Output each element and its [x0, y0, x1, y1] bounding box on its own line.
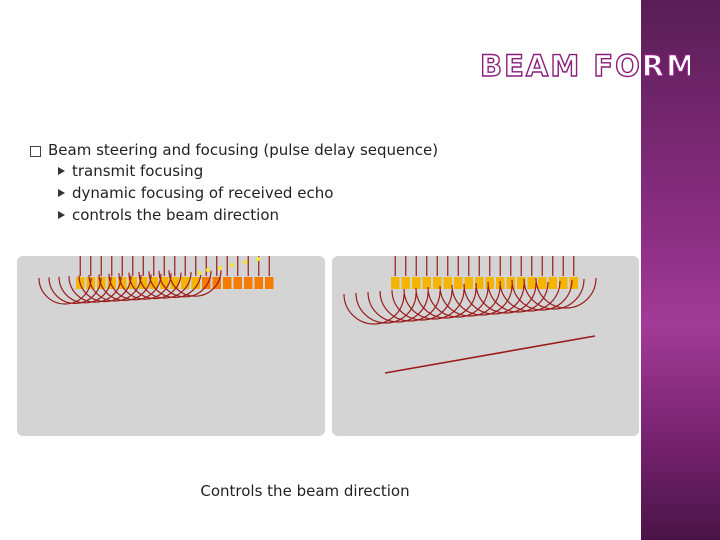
wavefront-arc [48, 277, 102, 304]
transducer-element [506, 277, 515, 289]
wavefront-arc [427, 286, 489, 318]
transducer-element [464, 277, 473, 289]
transmit-focusing-svg [38, 256, 274, 305]
wavefront-arc [463, 283, 525, 315]
transducer-element [128, 277, 137, 289]
pulse-dot [197, 270, 203, 276]
wavefront-arc [535, 277, 597, 309]
transducer-element [391, 277, 400, 289]
wavefront-arc [138, 271, 192, 299]
transducer-element [170, 277, 179, 289]
transducer-element [527, 277, 536, 289]
wavefront-arc [108, 273, 162, 301]
square-bullet-icon [30, 146, 41, 157]
transducer-element [212, 277, 221, 289]
transducer-element [475, 277, 484, 289]
steered-beam-line [384, 335, 596, 374]
wavefront-arc [499, 280, 561, 312]
wavefront-arc [523, 278, 585, 310]
wavefront-arc [128, 272, 182, 300]
transducer-element [160, 277, 169, 289]
pulse-dot [242, 259, 248, 265]
sub-bullet-text: dynamic focusing of received echo [72, 184, 334, 202]
beam-steering-svg [343, 256, 597, 374]
transducer-element [244, 277, 253, 289]
wavefront-arc [68, 276, 122, 303]
sub-bullet-item: dynamic focusing of received echo [58, 182, 630, 204]
wavefront-arc [391, 289, 453, 321]
sub-bullet-text: controls the beam direction [72, 206, 280, 224]
transducer-element [412, 277, 421, 289]
slide-title-text: BEAM FORMER [480, 49, 690, 82]
pulse-dot [229, 262, 235, 268]
pulse-dot [205, 267, 211, 273]
transducer-element [149, 277, 158, 289]
transducer-element [433, 277, 442, 289]
transducer-element [107, 277, 116, 289]
triangle-bullet-icon [58, 189, 65, 197]
triangle-bullet-icon [58, 211, 65, 219]
transducer-element [191, 277, 200, 289]
pulse-dot [255, 256, 261, 262]
transducer-element [422, 277, 431, 289]
wavefront-arc [355, 292, 417, 324]
wavefront-arc [118, 273, 172, 300]
transducer-element [223, 277, 232, 289]
figure-caption: Controls the beam direction [200, 482, 410, 500]
wavefront-arc [439, 285, 501, 317]
wavefront-arc [58, 276, 112, 304]
sub-bullet-list: transmit focusing dynamic focusing of re… [30, 160, 630, 226]
wavefront-arc [98, 274, 152, 301]
transducer-element [454, 277, 463, 289]
transmit-focusing-diagram [17, 256, 325, 436]
transducer-element [517, 277, 526, 289]
wavefront-arc [343, 293, 405, 325]
transducer-element [443, 277, 452, 289]
transducer-element [548, 277, 557, 289]
transducer-element [254, 277, 263, 289]
transducer-element [97, 277, 106, 289]
triangle-bullet-icon [58, 167, 65, 175]
wavefront-arc [88, 274, 142, 302]
sub-bullet-item: transmit focusing [58, 160, 630, 182]
transducer-element [233, 277, 242, 289]
transducer-element [485, 277, 494, 289]
wavefront-arc [487, 281, 549, 313]
transducer-element [181, 277, 190, 289]
transducer-element [559, 277, 568, 289]
beam-steering-diagram [332, 256, 639, 436]
wavefront-arc [158, 270, 212, 298]
wavefront-arc [78, 275, 132, 303]
transducer-element [401, 277, 410, 289]
slide-title: BEAM FORMER [480, 48, 690, 82]
transducer-element [118, 277, 127, 289]
wavefront-arc [379, 290, 441, 322]
wavefront-arc [403, 288, 465, 320]
sub-bullet-text: transmit focusing [72, 162, 204, 180]
wavefront-arc [148, 271, 202, 298]
transducer-element [202, 277, 211, 289]
pulse-dot [217, 265, 223, 271]
wavefront-arc [38, 277, 92, 305]
main-bullet: Beam steering and focusing (pulse delay … [30, 140, 630, 160]
main-bullet-text: Beam steering and focusing (pulse delay … [48, 141, 439, 159]
transducer-element [139, 277, 148, 289]
transducer-element [265, 277, 274, 289]
wavefront-arc [168, 270, 222, 297]
wavefront-arc [451, 284, 513, 316]
wavefront-arc [415, 287, 477, 319]
wavefront-arc [367, 291, 429, 323]
wavefront-arc [511, 279, 573, 311]
decorative-sidebar [641, 0, 720, 540]
bullet-list: Beam steering and focusing (pulse delay … [30, 140, 630, 226]
wavefront-arc [475, 282, 537, 314]
sub-bullet-item: controls the beam direction [58, 204, 630, 226]
transducer-element [538, 277, 547, 289]
transducer-element [569, 277, 578, 289]
